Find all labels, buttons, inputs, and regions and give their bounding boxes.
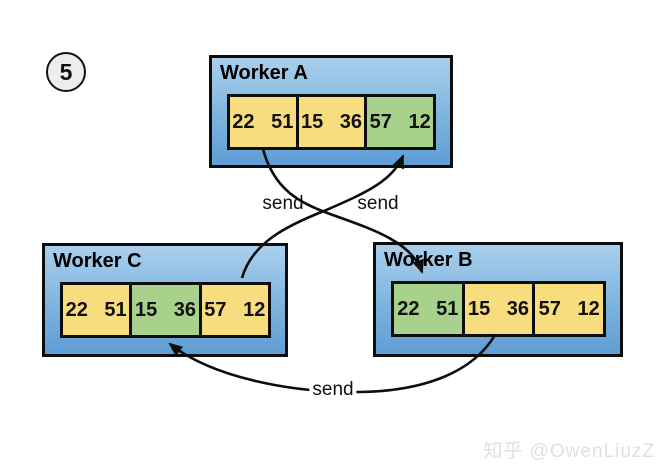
worker-b-cells: 22 51 15 36 57 12 <box>391 281 606 337</box>
worker-a-cell-2: 15 36 <box>295 97 365 147</box>
worker-c-cells: 22 51 15 36 57 12 <box>60 282 271 338</box>
worker-b-title: Worker B <box>384 249 473 271</box>
worker-c-cell-2: 15 36 <box>129 285 199 335</box>
worker-b-box: Worker B 22 51 15 36 57 12 <box>373 242 623 357</box>
worker-c-cell-1: 22 51 <box>63 285 130 335</box>
worker-a-box: Worker A 22 51 15 36 57 12 <box>209 55 453 168</box>
worker-b-cell-2: 15 36 <box>461 284 533 334</box>
worker-a-cell-3: 57 12 <box>364 97 434 147</box>
watermark-text: 知乎 @OwenLiuzZ <box>483 441 655 462</box>
send-label-c-to-a: send <box>357 193 399 214</box>
worker-b-cell-3: 57 12 <box>532 284 604 334</box>
worker-c-box: Worker C 22 51 15 36 57 12 <box>42 243 288 357</box>
worker-b-cell-1: 22 51 <box>394 284 462 334</box>
worker-c-cell-3: 57 12 <box>198 285 268 335</box>
worker-a-cells: 22 51 15 36 57 12 <box>227 94 436 150</box>
step-badge: 5 <box>46 52 86 92</box>
send-label-b-to-c: send <box>309 380 357 400</box>
worker-c-title: Worker C <box>53 250 142 272</box>
worker-a-cell-1: 22 51 <box>230 97 296 147</box>
worker-a-title: Worker A <box>220 62 308 84</box>
send-label-a-to-b: send <box>262 193 304 214</box>
